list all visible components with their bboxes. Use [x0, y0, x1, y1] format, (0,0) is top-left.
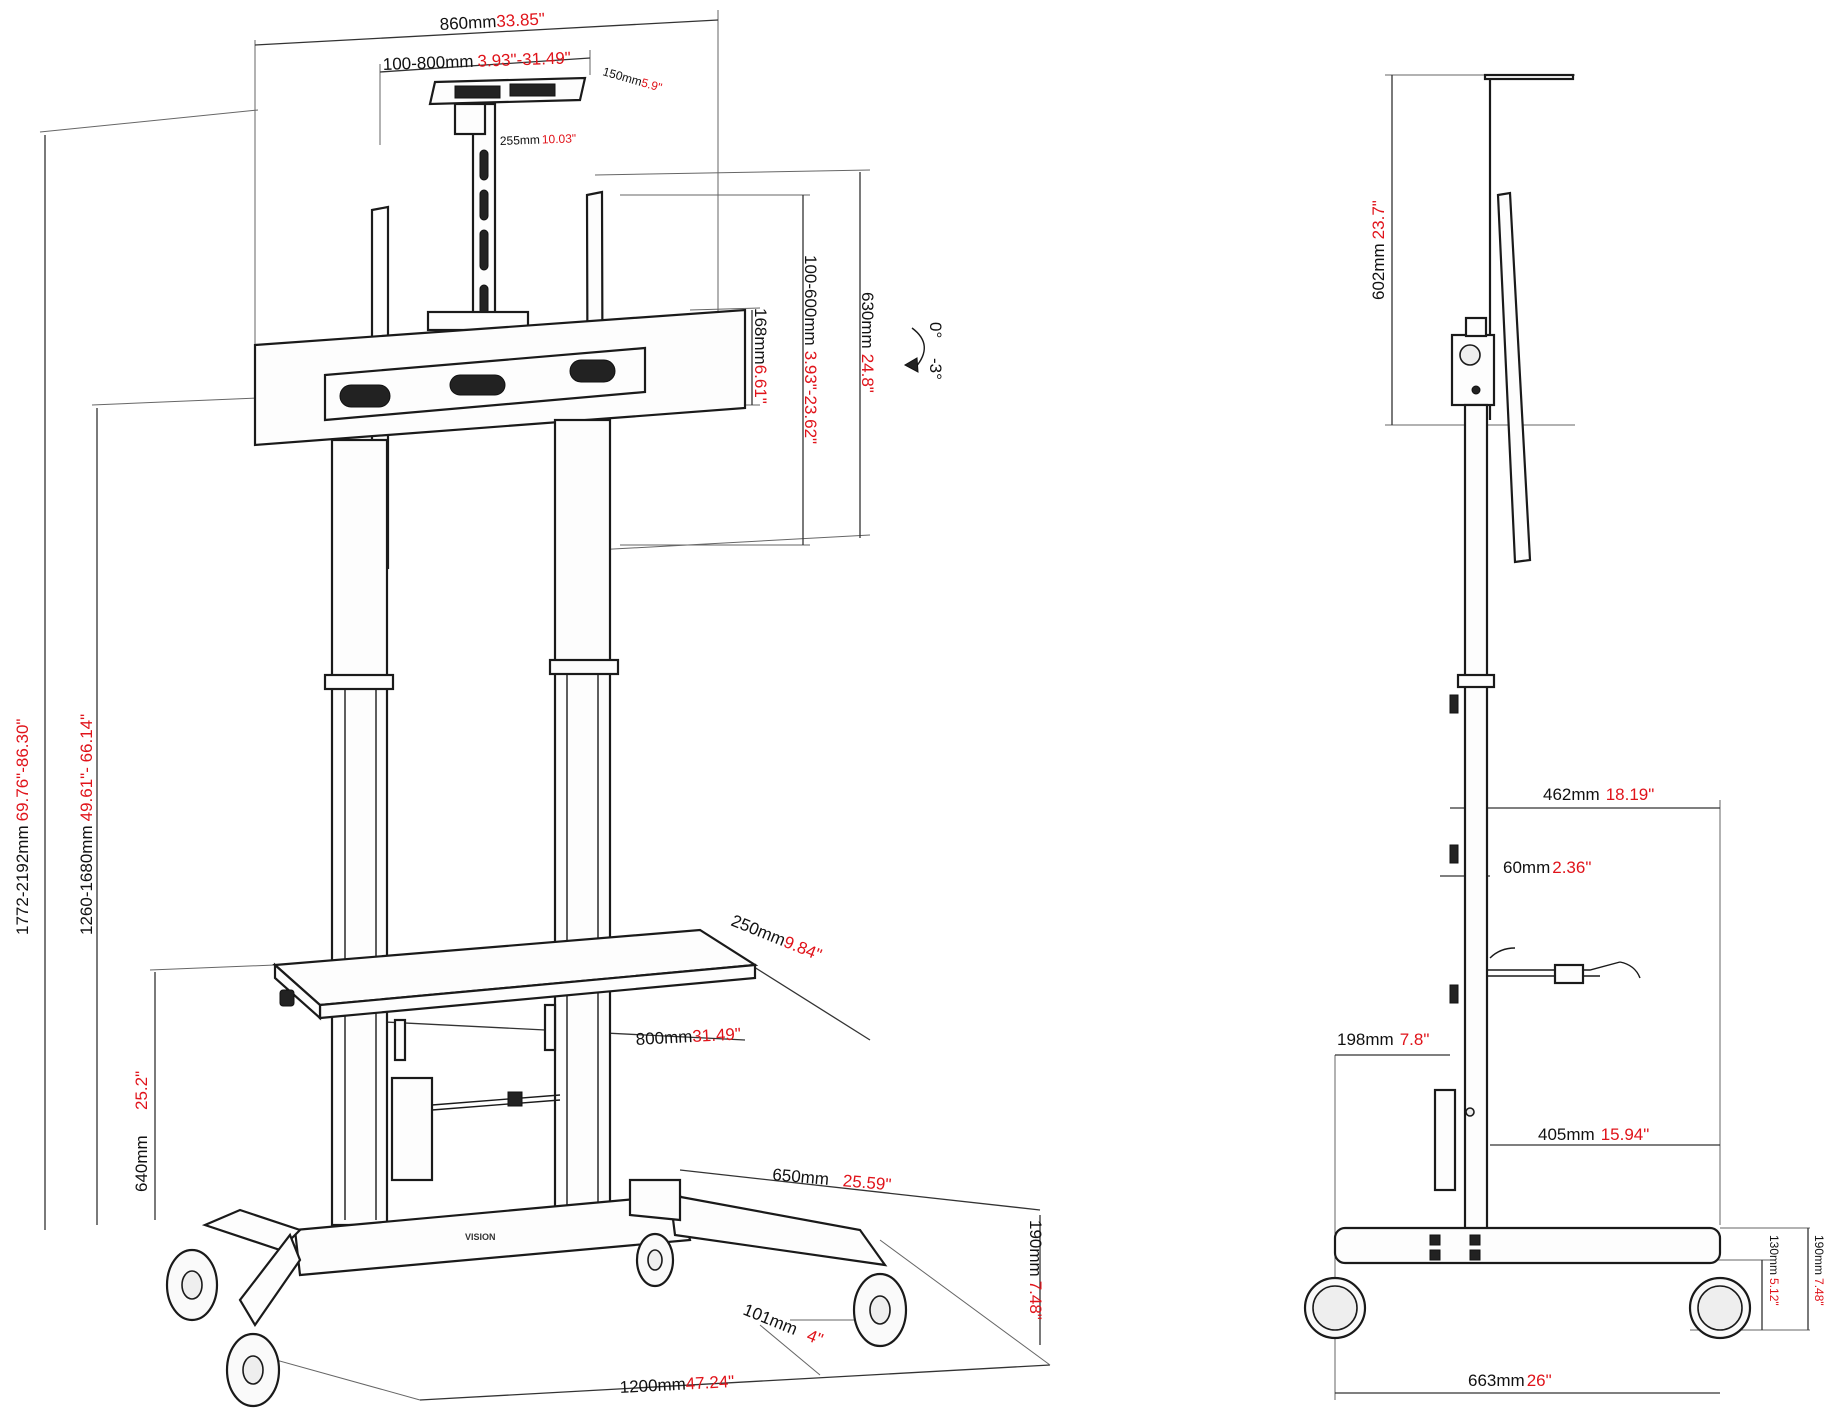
wheel-height-mm: 130mm	[1767, 1235, 1781, 1275]
crossbar-height-in: 6.61"	[751, 365, 770, 404]
side-base-depth-in: 26"	[1527, 1371, 1552, 1390]
side-base-depth-mm: 663mm	[1468, 1371, 1525, 1390]
svg-text:100-800mm3.93"-31.49": 100-800mm3.93"-31.49"	[382, 48, 571, 74]
brand-label: VISION	[465, 1232, 496, 1242]
svg-text:130mm5.12": 130mm 5.12"	[1767, 1235, 1781, 1306]
svg-text:602mm23.7": 602mm 23.7"	[1369, 200, 1388, 300]
tilt-knob-icon	[1459, 344, 1481, 366]
side-caster-height-mm: 190mm	[1812, 1235, 1826, 1275]
screen-height-in: 23.7"	[1369, 200, 1388, 239]
shelf-reach-mm: 405mm	[1538, 1125, 1595, 1144]
svg-text:630mm24.8": 630mm 24.8"	[858, 292, 877, 393]
svg-text:168mm6.61": 168mm6.61"	[751, 308, 770, 404]
tilt-top-label: 0°	[926, 322, 945, 338]
mount-height-in: 49.61"- 66.14"	[77, 714, 96, 822]
side-cable-box	[1433, 1088, 1457, 1192]
column-left	[330, 438, 389, 1227]
base-leg-rear-left	[238, 1232, 302, 1328]
tilt-bottom-label: -3°	[926, 358, 945, 380]
side-caster-height-in: 7.48"	[1812, 1278, 1826, 1306]
cable-box	[390, 1076, 434, 1182]
svg-text:150mm5.9": 150mm5.9"	[601, 64, 663, 94]
crossbar-height-mm: 168mm	[751, 308, 770, 365]
bracket-height-mm: 630mm	[858, 292, 877, 349]
front-offset-mm: 198mm	[1337, 1030, 1394, 1049]
dim-line-vesa-horizontal	[379, 57, 591, 73]
base-leg-rear-right	[668, 1193, 888, 1267]
side-base	[1333, 1226, 1722, 1265]
base-width-in: 47.24"	[685, 1372, 735, 1394]
top-plate-width-in: 10.03"	[542, 131, 577, 146]
column-depth-mm: 60mm	[1503, 858, 1550, 877]
base-reach-rear-in: 18.19"	[1606, 785, 1655, 804]
total-height-in: 69.76"-86.30"	[13, 719, 32, 822]
svg-text:190mm7.48": 190mm 7.48"	[1812, 1235, 1826, 1306]
shelf-height-mm: 640mm	[132, 1135, 151, 1192]
side-top-plate	[1483, 73, 1575, 81]
vesa-horizontal-in: 3.93"-31.49"	[477, 48, 571, 70]
shelf-depth-in: 9.84"	[781, 932, 824, 964]
side-wheel-rear	[1688, 1276, 1752, 1340]
shelf-reach-in: 15.94"	[1601, 1125, 1650, 1144]
vesa-vertical-mm: 100-600mm	[801, 255, 820, 346]
dim-line-overall-width	[254, 19, 719, 46]
shelf-width-in: 31.49"	[692, 1025, 742, 1047]
caster-height-in: 7.48"	[1026, 1281, 1045, 1320]
front-offset-in: 7.8"	[1400, 1030, 1430, 1049]
svg-text:1772-2192mm69.76"-86.30": 1772-2192mm 69.76"-86.30"	[13, 719, 32, 935]
svg-text:860mm33.85": 860mm33.85"	[439, 10, 545, 34]
side-vesa-plate	[1496, 191, 1532, 564]
side-wheel-front	[1303, 1276, 1367, 1340]
base-reach-rear-mm: 462mm	[1543, 785, 1600, 804]
top-plate-depth-in: 5.9"	[640, 75, 664, 94]
column-right	[553, 418, 612, 1212]
svg-text:100-600mm3.93"-23.62": 100-600mm 3.93"-23.62"	[801, 255, 820, 444]
vesa-vertical-in: 3.93"-23.62"	[801, 351, 820, 444]
svg-text:190mm7.48": 190mm 7.48"	[1026, 1220, 1045, 1320]
svg-text:800mm31.49": 800mm31.49"	[635, 1025, 741, 1049]
bracket-height-in: 24.8"	[858, 354, 877, 393]
caster-wheel-rear-left	[225, 1332, 281, 1408]
total-height-mm: 1772-2192mm	[13, 825, 32, 935]
shelf-height-in: 25.2"	[132, 1071, 151, 1110]
wheel-height-in: 5.12"	[1767, 1278, 1781, 1306]
mount-height-mm: 1260-1680mm	[77, 825, 96, 935]
side-column	[1463, 403, 1489, 1232]
shelf-depth-mm: 250mm	[729, 911, 789, 950]
caster-wheel-rear-center	[635, 1232, 675, 1288]
caster-offset-in: 4"	[804, 1326, 825, 1349]
base-depth-mm: 650mm	[772, 1165, 830, 1189]
top-plate-depth-mm: 150mm	[601, 64, 643, 88]
top-plate-width-mm: 255mm	[500, 133, 540, 148]
base-depth-in: 25.59"	[842, 1171, 892, 1194]
screen-height-mm: 602mm	[1369, 243, 1388, 300]
caster-wheel-front-left	[165, 1248, 219, 1322]
overall-width-in: 33.85"	[496, 10, 546, 32]
shelf-width-mm: 800mm	[635, 1027, 693, 1049]
vesa-horizontal-mm: 100-800mm	[382, 52, 473, 74]
column-depth-in: 2.36"	[1552, 858, 1591, 877]
base-leg-front-right	[628, 1178, 682, 1222]
svg-text:1260-1680mm49.61"- 66.14": 1260-1680mm 49.61"- 66.14"	[77, 714, 96, 935]
svg-text:1200mm47.24": 1200mm47.24"	[619, 1372, 735, 1397]
dim-line-shelf-depth	[734, 954, 871, 1041]
dim-line-base-depth	[679, 1169, 1041, 1211]
overall-width-mm: 860mm	[439, 12, 497, 34]
top-mount-plate	[428, 76, 587, 106]
caster-height-mm: 190mm	[1026, 1220, 1045, 1277]
caster-wheel-rear-right	[852, 1272, 908, 1348]
base-width-mm: 1200mm	[619, 1375, 686, 1397]
dim-line-base-width	[419, 1364, 1051, 1401]
